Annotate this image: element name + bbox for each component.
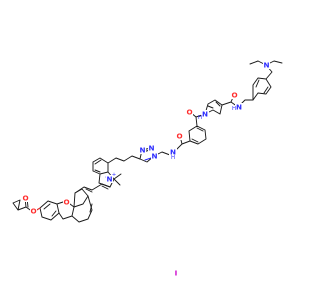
- triazole-nitrogen-2-label: N: [148, 144, 154, 153]
- iodide-counterion: I: [175, 269, 178, 278]
- triazole-nitrogen-3-label: N: [151, 152, 157, 161]
- amide-1-oxygen-label: O: [176, 132, 182, 141]
- amide-2-oxygen-label: O: [186, 108, 192, 117]
- indolium-nitrogen-label: N: [106, 175, 112, 184]
- amide-3-hydrogen-label: H: [232, 106, 236, 112]
- atom-labels: O O O N + N N N N H O O N H O N H: [22, 61, 270, 216]
- ester-oxygen-label: O: [30, 207, 36, 216]
- iodide-label: I: [175, 269, 178, 278]
- hetero-bonds: [36, 157, 152, 211]
- amide-1-hydrogen-label: H: [171, 155, 175, 161]
- amide-3-nitrogen-label: N: [236, 103, 242, 112]
- chemical-structure: O O O N + N N N N H O O N H O N H: [12, 60, 283, 278]
- triazole-nitrogen-1-label: N: [139, 146, 145, 155]
- indolium-charge-label: +: [112, 172, 117, 178]
- amide-2-hydrogen-label: H: [198, 115, 202, 121]
- amide-1-nitrogen-label: N: [170, 148, 176, 157]
- amide-2-nitrogen-label: N: [202, 110, 208, 119]
- amide-3-oxygen-label: O: [231, 91, 237, 100]
- ester-carbonyl-oxygen-label: O: [22, 194, 28, 203]
- bond-skeleton: [12, 60, 283, 223]
- diethylamino-nitrogen-label: N: [263, 61, 269, 70]
- xanthene-oxygen-label: O: [63, 198, 69, 207]
